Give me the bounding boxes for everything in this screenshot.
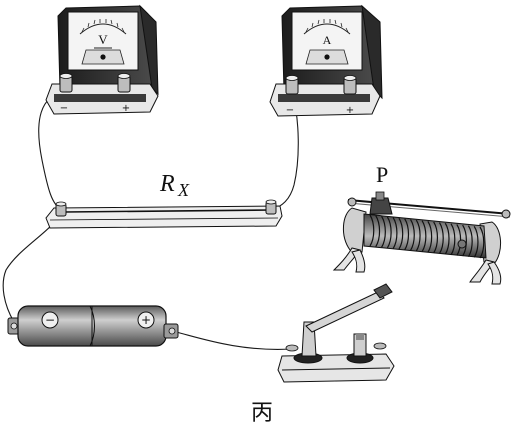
coil-turn: [438, 222, 444, 254]
rheostat-left-end: [343, 207, 367, 253]
voltmeter-symbol: V: [98, 32, 108, 47]
battery-plus-sign: +: [141, 313, 151, 327]
coil-turn: [415, 219, 421, 252]
voltmeter-terminal-plus[interactable]: [117, 73, 131, 93]
rheostat-slider[interactable]: [369, 191, 393, 215]
rx-terminal-left[interactable]: [55, 201, 67, 217]
figure-label: 丙: [251, 400, 273, 425]
rheostat-coil: [363, 213, 487, 259]
rx-label-main: R: [159, 171, 175, 197]
rheostat-terminal-left-top[interactable]: [347, 197, 357, 207]
wire-rx-to-battery: [2, 215, 61, 323]
coil-turn: [462, 224, 467, 257]
coil-turn: [479, 226, 485, 259]
wire-battery-to-switch: [175, 331, 293, 350]
switch-blade: [305, 291, 385, 333]
resistor-rx: R X: [45, 171, 283, 229]
battery-minus-sign: −: [45, 313, 55, 327]
ammeter: A − +: [269, 4, 383, 117]
voltmeter-terminal-minus[interactable]: [59, 73, 73, 93]
voltmeter: V − +: [45, 4, 159, 115]
rheostat-terminal-bottom[interactable]: [457, 239, 467, 249]
coil-turn: [467, 225, 473, 258]
coil-turn: [375, 215, 381, 247]
coil-turn: [473, 226, 479, 258]
coil-turn: [398, 217, 404, 250]
ammeter-terminal-plus[interactable]: [343, 75, 357, 95]
coil-turn: [421, 220, 427, 253]
coil-turn: [386, 216, 392, 249]
wire-ammeter-to-rx: [271, 91, 299, 211]
coil-turn: [404, 218, 410, 251]
ammeter-plus-sign: +: [346, 105, 354, 116]
ammeter-minus-sign: −: [286, 105, 294, 116]
coil-turn: [392, 217, 398, 249]
rheostat-slider-label: P: [376, 162, 388, 187]
rheostat: P: [332, 162, 511, 285]
coil-turn: [410, 219, 415, 251]
ammeter-terminal-minus[interactable]: [285, 75, 299, 95]
coil-turn: [369, 214, 375, 247]
knife-switch: [277, 283, 395, 383]
coil-turn: [381, 215, 386, 248]
switch-handle[interactable]: [373, 283, 393, 299]
rx-terminal-right[interactable]: [265, 199, 277, 215]
rheostat-coil-turns: [369, 214, 485, 259]
voltmeter-plus-sign: +: [122, 103, 130, 114]
coil-turn: [444, 222, 450, 255]
ammeter-symbol: A: [323, 33, 332, 47]
rx-board: [45, 205, 283, 229]
rheostat-terminal-right-top[interactable]: [501, 209, 511, 219]
coil-turn: [433, 221, 439, 254]
voltmeter-minus-sign: −: [60, 103, 68, 114]
rx-label-sub: X: [177, 180, 190, 200]
coil-turn: [427, 220, 433, 253]
coil-turn: [450, 223, 456, 256]
battery: − +: [7, 305, 179, 347]
